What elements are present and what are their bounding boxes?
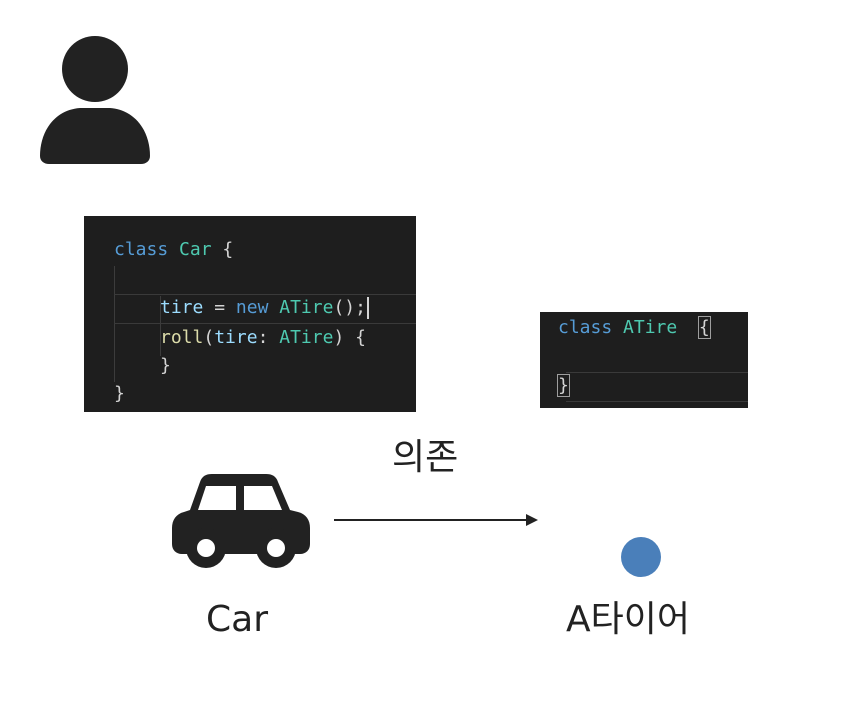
arrow-right-icon (334, 514, 538, 526)
code-line-close-class: } (114, 383, 125, 404)
circle-dot-icon (621, 537, 661, 577)
code-line-tire-assignment: tire = new ATire(); (160, 294, 369, 322)
atire-code-panel: class ATire { } (540, 312, 748, 408)
indent-guide (160, 296, 161, 356)
dependency-label: 의존 (392, 437, 459, 478)
car-code-panel: class Car { tire = new ATire(); roll(tir… (84, 216, 416, 412)
person-icon (40, 36, 150, 164)
indent-guide (114, 266, 115, 382)
text-cursor (366, 297, 369, 319)
code-line-class-car: class Car { (114, 239, 234, 260)
code-line-roll-method: roll(tire: ATire) { (160, 327, 366, 348)
code-line-close-method: } (160, 355, 171, 376)
matched-brace-open: { (697, 316, 711, 339)
matched-brace-close: } (557, 374, 570, 397)
current-line-highlight (566, 372, 748, 402)
code-line-class-atire: class ATire { (558, 316, 711, 339)
car-label: Car (206, 599, 268, 640)
current-line-highlight (114, 294, 416, 324)
atire-label: A타이어 (566, 599, 690, 640)
car-icon (172, 474, 310, 568)
code-line-close-atire: } (557, 372, 570, 400)
